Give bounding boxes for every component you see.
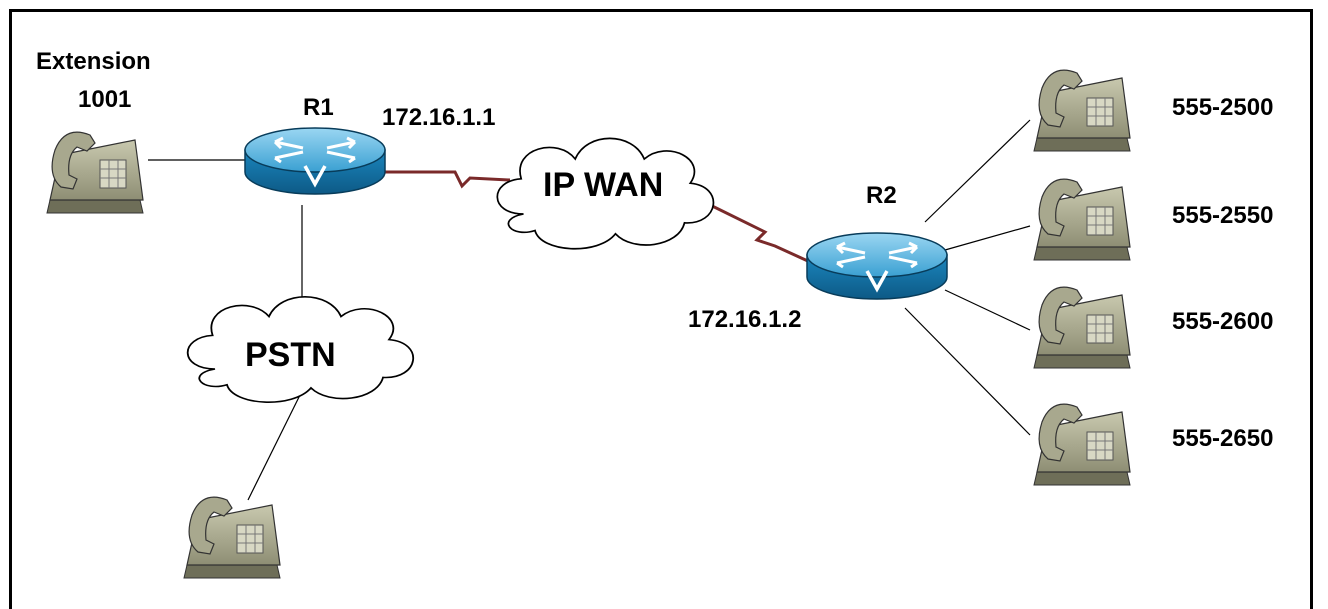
ip-phone-icon-ext1001 <box>46 131 144 214</box>
router-r1-icon <box>243 126 387 196</box>
phone-number-label: 555-2650 <box>1172 425 1274 452</box>
connections <box>148 119 1031 501</box>
ip-wan-label: IP WAN <box>543 166 664 204</box>
phone-number-label: 555-2500 <box>1172 94 1274 121</box>
serial-link-r1-wan <box>385 170 511 189</box>
ip-phone-icon-2500 <box>1033 69 1131 152</box>
diagram-frame <box>9 9 1313 609</box>
ip-phone-icon-2600 <box>1033 286 1131 369</box>
phone-number-label: 555-2600 <box>1172 308 1274 335</box>
router-r1-ip-label: 172.16.1.1 <box>382 104 496 131</box>
router-r2-icon <box>805 231 949 301</box>
router-r1-label: R1 <box>303 94 334 121</box>
serial-link-wan-r2 <box>699 198 811 264</box>
wan-links <box>385 170 811 264</box>
extension-number-label: 1001 <box>78 86 132 113</box>
ip-phone-icon-pstn <box>183 496 281 579</box>
link-r2-phone-2600 <box>944 289 1031 331</box>
ip-phone-icon-2550 <box>1033 178 1131 261</box>
phone-number-label: 555-2550 <box>1172 202 1274 229</box>
link-r2-phone-2500 <box>924 119 1031 223</box>
router-r2-ip-label: 172.16.1.2 <box>688 306 802 333</box>
pstn-label: PSTN <box>245 336 336 374</box>
link-r2-phone-2550 <box>944 225 1031 251</box>
extension-label: Extension <box>36 48 151 75</box>
link-r2-phone-2650 <box>904 307 1031 436</box>
ip-phone-icon-2650 <box>1033 403 1131 486</box>
link-pstn-phone <box>247 394 301 501</box>
router-r2-label: R2 <box>866 182 897 209</box>
